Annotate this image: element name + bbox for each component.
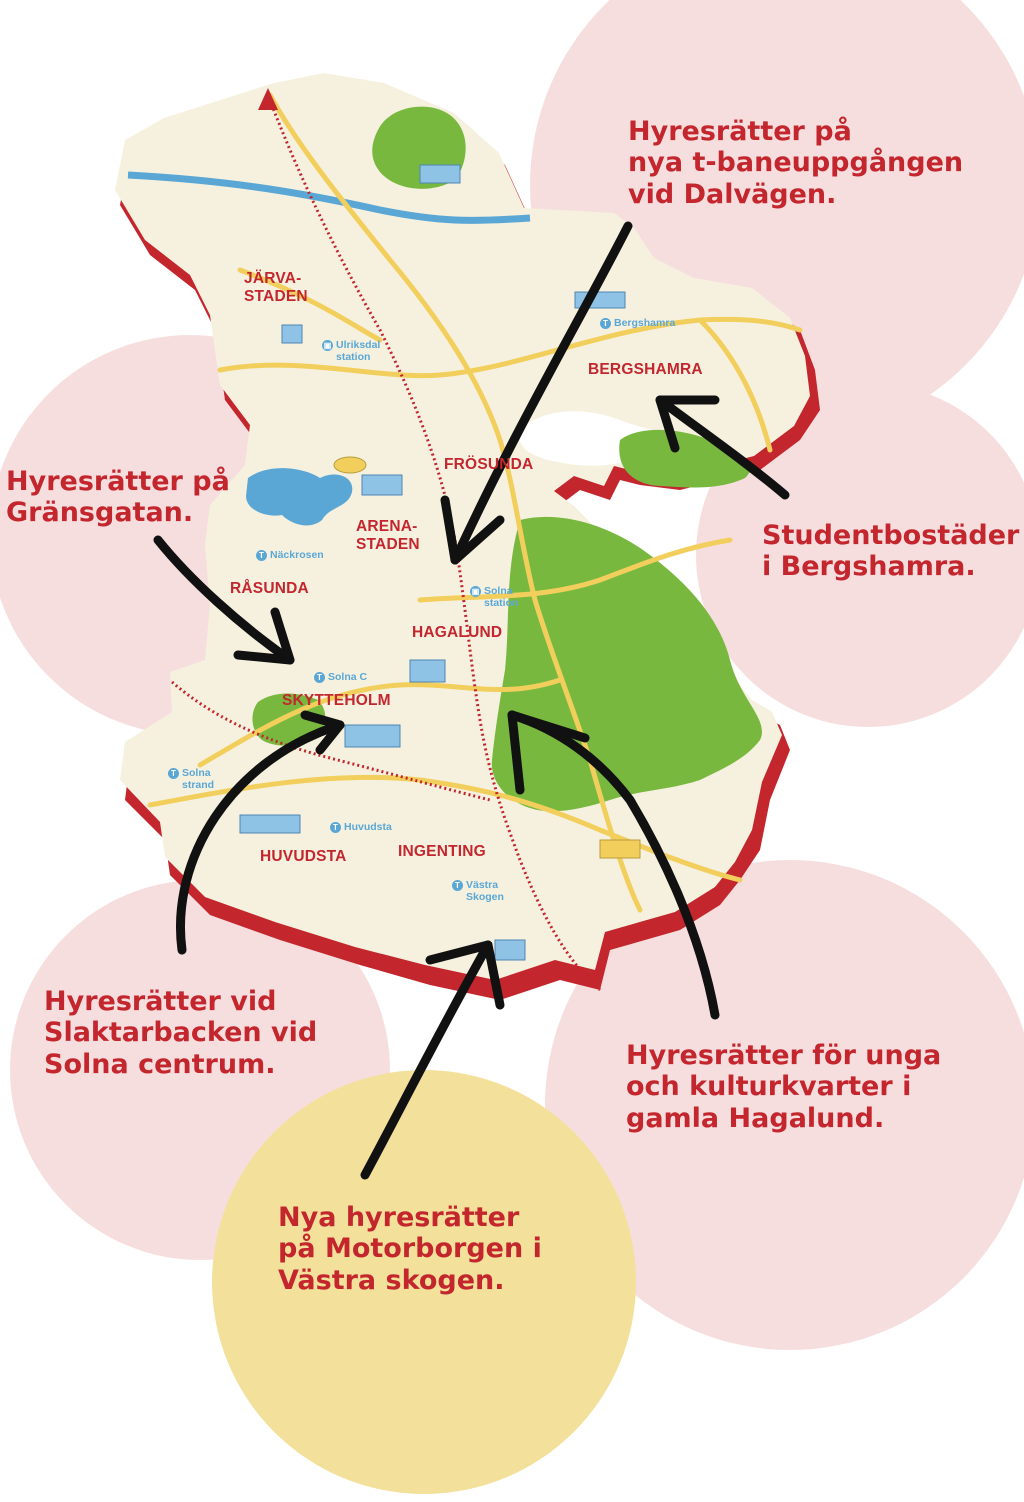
metro-icon: T bbox=[452, 880, 463, 891]
roads bbox=[147, 92, 803, 913]
callout-line: Hyresrätter vid bbox=[44, 986, 277, 1017]
station-label: Skogen bbox=[466, 890, 504, 903]
callout-line: Studentbostäder bbox=[762, 520, 1020, 551]
callout-line: Hyresrätter på bbox=[628, 116, 852, 147]
station-label: station bbox=[336, 350, 371, 363]
metro-icon: T bbox=[168, 768, 179, 779]
area-label-line: JÄRVA- bbox=[244, 270, 302, 287]
callout-line: Gränsgatan. bbox=[6, 497, 194, 529]
arrow-bergshamra bbox=[655, 395, 790, 500]
station-label: Solna C bbox=[328, 671, 368, 683]
callout-line: Västra skogen. bbox=[278, 1264, 505, 1296]
metro-icon: T bbox=[330, 822, 341, 833]
area-label-line: SKYTTEHOLM bbox=[282, 692, 391, 709]
callout-line: Solna centrum. bbox=[44, 1048, 276, 1080]
callout-line: och kulturkvarter i bbox=[626, 1071, 912, 1103]
callout-gransgatan: Hyresrätter på Gränsgatan. bbox=[6, 466, 230, 529]
area-label-line: HUVUDSTA bbox=[260, 848, 347, 865]
station-bergshamra: T Bergshamra bbox=[600, 317, 676, 330]
arrow-dalvagen bbox=[450, 221, 633, 565]
station-nackrosen: T Näckrosen bbox=[256, 549, 324, 562]
callout-line: nya t-baneuppgången bbox=[628, 147, 964, 179]
arrow-motorborgen-head bbox=[425, 940, 505, 1010]
station-label: Solna bbox=[484, 585, 513, 597]
callout-hagalund: Hyresrätter för unga och kulturkvarter i… bbox=[626, 1040, 941, 1134]
train-icon: ▣ bbox=[470, 586, 481, 597]
area-label-skytteholm: SKYTTEHOLM bbox=[282, 692, 391, 710]
callout-line: vid Dalvägen. bbox=[628, 178, 837, 210]
callout-line: i Bergshamra. bbox=[762, 551, 976, 583]
arrow-hagalund-head bbox=[507, 710, 525, 795]
arrow-hagalund-head2 bbox=[507, 710, 590, 743]
callout-arrows bbox=[153, 221, 790, 1180]
arrow-bergshamra-head bbox=[655, 395, 720, 453]
area-label-line: INGENTING bbox=[398, 843, 486, 860]
arrow-slaktarbacken bbox=[176, 720, 345, 955]
callout-slaktarbacken: Hyresrätter vid Slaktarbacken vid Solna … bbox=[44, 986, 317, 1080]
station-label: Ulriksdal bbox=[336, 339, 381, 351]
station-label: Västra bbox=[466, 879, 499, 891]
callout-line: Hyresrätter för unga bbox=[626, 1040, 942, 1071]
callout-line: Hyresrätter på bbox=[6, 466, 230, 497]
metro-icon: T bbox=[600, 318, 611, 329]
arrow-gransgatan-head bbox=[233, 607, 295, 665]
area-label-huvudsta: HUVUDSTA bbox=[260, 848, 347, 866]
river bbox=[127, 171, 531, 224]
station-label: Bergshamra bbox=[614, 317, 676, 329]
lake-rasunda bbox=[246, 468, 353, 526]
callout-line: gamla Hagalund. bbox=[626, 1102, 885, 1134]
railways bbox=[171, 94, 601, 992]
area-label-line: ARENA- bbox=[356, 518, 418, 535]
callout-motorborgen: Nya hyresrätter på Motorborgen i Västra … bbox=[278, 1202, 542, 1296]
buildings bbox=[239, 164, 641, 961]
area-label-line: STADEN bbox=[244, 287, 308, 305]
rail-end-marker bbox=[258, 88, 278, 110]
arrow-dalvagen-head bbox=[440, 495, 505, 565]
callout-bubble-motorborgen bbox=[212, 1070, 636, 1494]
area-label-line: FRÖSUNDA bbox=[444, 456, 534, 473]
metro-icon: T bbox=[314, 672, 325, 683]
train-icon: ▣ bbox=[322, 340, 333, 351]
callout-bubble-bergshamra bbox=[696, 383, 1024, 727]
area-label-bergshamra: BERGSHAMRA bbox=[588, 361, 703, 379]
area-label-jarvastaden: JÄRVA- STADEN bbox=[244, 270, 308, 306]
station-solna-c: T Solna C bbox=[314, 671, 368, 684]
arrow-hagalund bbox=[507, 710, 720, 1020]
area-label-line: BERGSHAMRA bbox=[588, 361, 703, 378]
area-label-frosunda: FRÖSUNDA bbox=[444, 456, 533, 474]
callout-dalvagen: Hyresrätter på nya t-baneuppgången vid D… bbox=[628, 116, 963, 210]
callout-bergshamra: Studentbostäder i Bergshamra. bbox=[762, 520, 1019, 583]
callout-line: Slaktarbacken vid bbox=[44, 1017, 318, 1049]
station-label: station bbox=[484, 596, 519, 609]
arrow-gransgatan bbox=[153, 535, 295, 665]
callout-line: på Motorborgen i bbox=[278, 1233, 542, 1265]
metro-icon: T bbox=[256, 550, 267, 561]
station-label: Solna bbox=[182, 767, 211, 779]
station-label: Näckrosen bbox=[270, 549, 324, 561]
area-label-hagalund: HAGALUND bbox=[412, 624, 502, 642]
bay-bergshamra bbox=[519, 411, 720, 466]
area-label-line: STADEN bbox=[356, 535, 420, 553]
area-label-arenastaden: ARENA- STADEN bbox=[356, 518, 420, 554]
station-label: strand bbox=[182, 778, 215, 791]
arrow-slaktarbacken-head bbox=[300, 710, 345, 755]
area-label-line: HAGALUND bbox=[412, 624, 503, 641]
callout-bubble-hagalund bbox=[545, 860, 1024, 1350]
station-label: Huvudsta bbox=[344, 821, 392, 833]
area-label-ingenting: INGENTING bbox=[398, 843, 486, 861]
area-label-line: RÅSUNDA bbox=[230, 580, 309, 597]
arrow-motorborgen bbox=[360, 940, 493, 1180]
area-label-rasunda: RÅSUNDA bbox=[230, 580, 309, 598]
callout-line: Nya hyresrätter bbox=[278, 1202, 520, 1233]
station-huvudsta: T Huvudsta bbox=[330, 821, 392, 834]
